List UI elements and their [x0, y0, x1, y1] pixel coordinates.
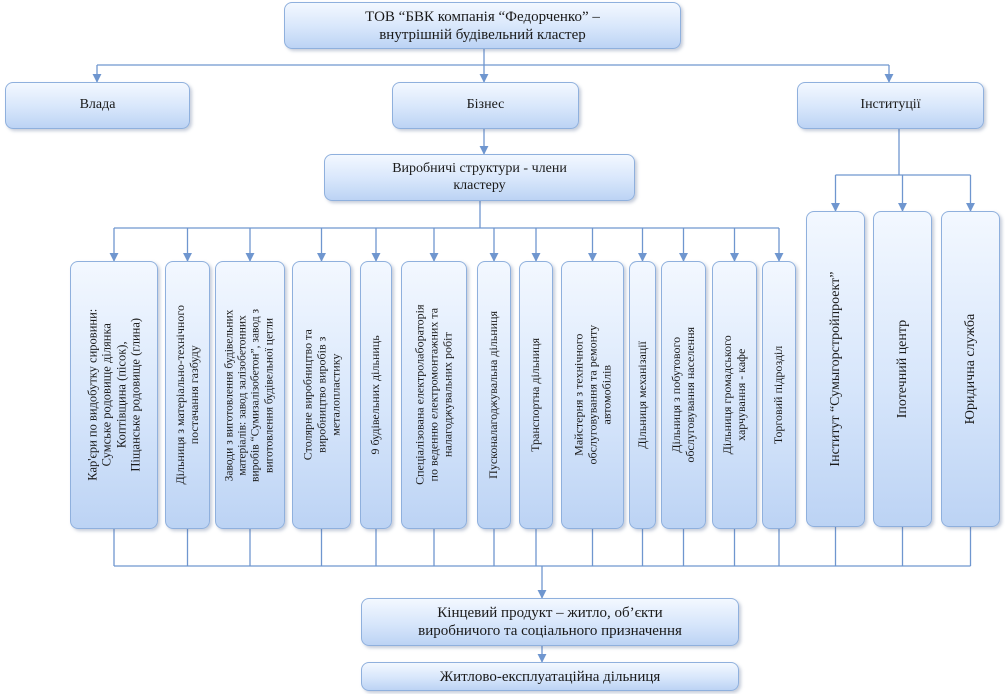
unit-plants-text-line: виготовлення будівельної цегли [263, 317, 276, 473]
cluster-company-line2: внутрішній будівельний кластер [379, 26, 586, 43]
unit-quarries-label: Кар'єри по видобутку сировини:Сумське ро… [85, 266, 143, 524]
final-product-line1: Кінцевий продукт – житло, об’єкти [437, 605, 663, 621]
unit-joinery-text-line: виробництво виробів з [313, 336, 328, 454]
institute-institute-text-line: Інститут “Сумыгорстройпроект” [827, 271, 843, 467]
power-label: Влада [79, 97, 116, 113]
institute-mortgage-text-line: Іпотечний центр [894, 319, 910, 419]
final-product-box: Кінцевий продукт – житло, об’єкти виробн… [361, 598, 739, 646]
unit-quarries-text-line: Піщанське родовище (глина) [128, 318, 143, 472]
unit-plants-text-line: Заводи з виготовлення будівельних [223, 309, 236, 481]
unit-catering-text-line: харчування - кафе [733, 348, 748, 442]
unit-sites-box: 9 будівельних дільниць [360, 261, 392, 529]
unit-joinery-text-line: металопластику [327, 353, 342, 437]
unit-trade-box: Торговий підрозділ [762, 261, 796, 529]
business-box: Бізнес [392, 82, 579, 129]
unit-mechanization-box: Дільниця механізації [629, 261, 656, 529]
unit-quarries-text-line: Кар'єри по видобутку сировини: [85, 309, 100, 481]
institute-institute-label: Інститут “Сумыгорстройпроект” [827, 216, 843, 522]
unit-quarries-box: Кар'єри по видобутку сировини:Сумське ро… [70, 261, 158, 529]
members-line2: кластеру [453, 177, 506, 193]
unit-plants-text-line: виробів “Сумизалізобетон”, завод з [250, 308, 262, 482]
institute-legal-box: Юридична служба [941, 211, 1000, 527]
unit-workshop-text-line: автомобілів [598, 365, 613, 425]
institute-institute-box: Інститут “Сумыгорстройпроект” [806, 211, 865, 527]
unit-workshop-text-line: обслуговування та ремонту [584, 325, 599, 465]
unit-plants-text-line: матеріалів: завод залізобетонних [236, 314, 249, 476]
unit-electrolab-text-line: налагоджувальних робіт [439, 332, 454, 458]
housing-label: Житлово-експлуатаційна дільниця [439, 668, 661, 685]
unit-workshop-text-line: Майстерня з технічного [570, 333, 585, 457]
unit-electrolab-text-line: Спеціалізована електролабораторія [412, 304, 427, 486]
institute-legal-text-line: Юридична служба [962, 313, 978, 425]
unit-commissioning-label: Пусконалагоджувальна дільниця [486, 266, 501, 524]
unit-transport-box: Транспортна дільниця [519, 261, 553, 529]
unit-supply-text-line: Дільниця з матеріально-технічного [172, 305, 187, 485]
unit-trade-text-line: Торговий підрозділ [771, 345, 786, 445]
unit-transport-label: Транспортна дільниця [528, 266, 543, 524]
unit-mechanization-label: Дільниця механізації [634, 266, 650, 524]
institutions-box: Інституції [797, 82, 984, 129]
unit-household-text-line: Дільниця з побутового [668, 337, 683, 453]
unit-sites-label: 9 будівельних дільниць [368, 266, 383, 524]
unit-electrolab-text-line: по веденню електромонтажних та [426, 308, 441, 482]
power-box: Влада [5, 82, 190, 129]
institute-mortgage-box: Іпотечний центр [873, 211, 932, 527]
unit-mechanization-text-line: Дільниця механізації [634, 341, 649, 449]
institute-legal-label: Юридична служба [962, 216, 978, 522]
members-line1: Виробничі структури - члени [392, 160, 567, 176]
unit-household-text-line: обслуговування населення [682, 327, 697, 463]
unit-transport-text-line: Транспортна дільниця [528, 338, 543, 452]
unit-commissioning-text-line: Пусконалагоджувальна дільниця [486, 311, 501, 479]
unit-quarries-text-line: Коптівщина (пісок), [114, 341, 128, 449]
housing-box: Житлово-експлуатаційна дільниця [361, 662, 739, 691]
unit-trade-label: Торговий підрозділ [771, 266, 786, 524]
unit-quarries-text-line: Сумське родовище ділянка [99, 323, 114, 467]
institute-mortgage-label: Іпотечний центр [894, 216, 910, 522]
unit-sites-text-line: 9 будівельних дільниць [368, 335, 383, 455]
cluster-company-box: ТОВ “БВК компанія “Федорченко” – внутріш… [284, 2, 681, 49]
unit-joinery-text-line: Столярне виробництво та [299, 329, 314, 461]
cluster-company-line1: ТОВ “БВК компанія “Федорченко” – [365, 8, 600, 25]
members-box: Виробничі структури - члени кластеру [324, 154, 635, 201]
final-product-line2: виробничого та соціального призначення [418, 623, 682, 639]
business-label: Бізнес [466, 97, 505, 113]
institutions-label: Інституції [860, 97, 921, 113]
unit-supply-text-line: постачання газбуду [186, 345, 201, 445]
unit-commissioning-box: Пусконалагоджувальна дільниця [477, 261, 511, 529]
unit-catering-text-line: Дільниця громадського [719, 335, 734, 455]
